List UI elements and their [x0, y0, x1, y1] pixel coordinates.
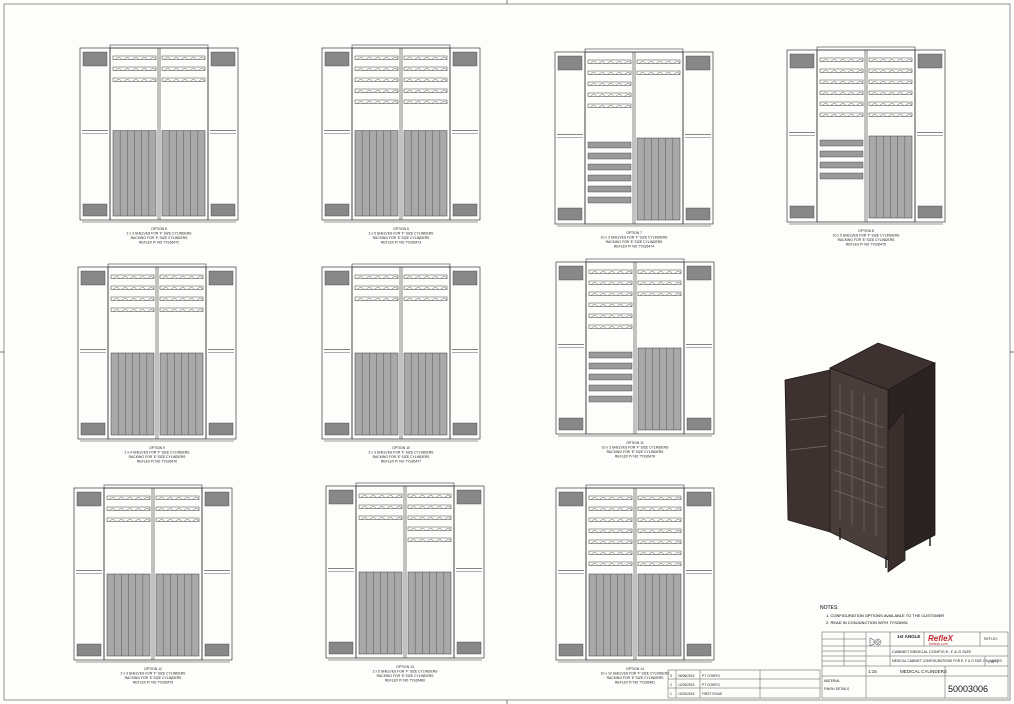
- revision-number: 3: [670, 674, 672, 678]
- iso-right-door: [887, 408, 906, 573]
- reflex-logo: ReflеX: [928, 634, 954, 643]
- revision-text: PT CONFIG: [702, 674, 720, 678]
- revision-date: 06/06/2015: [678, 674, 695, 678]
- option-caption-line: 10 x 3 SHELVES FOR 'F' SIZE CYLINDERS: [602, 446, 670, 450]
- product-name: MEDICAL CYLINDERS: [900, 669, 947, 674]
- revision-date: 12/04/2015: [678, 683, 695, 687]
- option-caption-line: REFLEX P/ NO 7YS26481: [615, 681, 655, 685]
- drawing-number: 50003006: [948, 684, 988, 694]
- title-block: [667, 631, 1009, 699]
- cabinet-option-elevation: [73, 484, 233, 663]
- revision-number: 1: [670, 692, 672, 696]
- option-caption-line: RACKING FOR 'E' SIZE CYLINDERS: [377, 674, 435, 678]
- option-heading: OPTION 8: [858, 229, 874, 233]
- option-caption-line: RACKING FOR 'E' SIZE CYLINDERS: [607, 676, 665, 680]
- notes-heading: NOTES:: [820, 605, 839, 611]
- option-heading: OPTION 11: [626, 441, 644, 445]
- option-caption-line: 2 x 5 SHELVES FOR 'F' SIZE CYLINDERS: [369, 232, 435, 236]
- drawing-title-line2: MEDICAL CABINET CONFIGURATIONS FOR E, F …: [892, 659, 1002, 663]
- note-item: 2. READ IN CONJUNCTION WITH 7YS26501: [826, 620, 909, 625]
- option-heading: OPTION 5: [151, 227, 167, 231]
- option-caption-line: 2 x 3 SHELVES FOR 'F' SIZE CYLINDERS: [121, 672, 187, 676]
- option-caption-line: 2 x 5 SHELVES FOR 'F' SIZE CYLINDERS: [373, 670, 439, 674]
- option-caption-line: RACKING FOR 'E' SIZE CYLINDERS: [373, 236, 431, 240]
- cabinet-option-elevation: [77, 263, 237, 442]
- option-caption-line: 2 x 4 SHELVES FOR 'F' SIZE CYLINDERS: [125, 451, 191, 455]
- scale-value: 1:15: [868, 669, 877, 674]
- cabinet-option-elevation: [555, 484, 715, 663]
- drawing-title-line1: CABINET MEDICAL CONFIG E, F & G SIZE: [892, 649, 971, 654]
- option-heading: OPTION 7: [626, 231, 642, 235]
- option-heading: OPTION 13: [396, 665, 414, 669]
- material-label: MATERIAL: [824, 679, 840, 683]
- cabinet-option-elevation: [554, 48, 714, 227]
- option-caption-line: REFLEX P/ NO 7YS26472: [139, 241, 179, 245]
- option-caption-line: REFLEX P/ NO 7YS26473: [381, 241, 421, 245]
- notes-block: NOTES: 1. CONFIGURATION OPTIONS AVAILABL…: [820, 605, 944, 625]
- option-caption-line: RACKING FOR 'E' SIZE CYLINDERS: [125, 676, 183, 680]
- reflex-logo-sub: trolleys.com: [929, 642, 948, 646]
- option-caption-line: 2 x 3 SHELVES FOR 'F' SIZE CYLINDERS: [127, 232, 193, 236]
- revision-text: FIRST ISSUE: [702, 692, 723, 696]
- note-item: 1. CONFIGURATION OPTIONS AVAILABLE TO TH…: [826, 613, 944, 618]
- cabinet-option-elevation: [321, 263, 481, 442]
- finish-label: FINISH DETAILS: [824, 687, 850, 691]
- option-caption-line: RACKING FOR 'E' SIZE CYLINDERS: [838, 238, 896, 242]
- iso-front: [829, 367, 889, 561]
- option-caption-line: RACKING FOR 'E' SIZE CYLINDERS: [129, 455, 187, 459]
- iso-interior-racking: [833, 385, 885, 536]
- sheet-border: [3, 3, 1011, 701]
- option-heading: OPTION 9: [149, 446, 165, 450]
- option-heading: OPTION 6: [393, 227, 409, 231]
- cabinet-option-elevation: [555, 258, 715, 437]
- cabinet-option-elevation: [321, 44, 481, 223]
- option-caption-line: 10 x 5 SHELVES FOR 'F' SIZE CYLINDERS: [833, 234, 901, 238]
- option-caption-line: RACKING FOR 'E' SIZE CYLINDERS: [373, 455, 431, 459]
- option-caption-line: REFLEX P/ NO 7YS26477: [381, 460, 421, 464]
- iso-left-door: [784, 369, 831, 533]
- cabinet-option-elevation: [79, 44, 239, 223]
- revision-table: 3 06/06/2015 PT CONFIG 2 12/04/2015 PT C…: [670, 674, 723, 696]
- option-caption-line: RACKING FOR 'E' SIZE CYLINDERS: [607, 450, 665, 454]
- option-captions: OPTION 52 x 3 SHELVES FOR 'F' SIZE CYLIN…: [121, 227, 901, 685]
- option-caption-line: REFLEX P/ NO 7YS26475: [846, 243, 886, 247]
- option-heading: OPTION 10: [392, 446, 410, 450]
- option-caption-line: 2 x 3 SHELVES FOR 'F' SIZE CYLINDERS: [369, 451, 435, 455]
- option-caption-line: REFLEX P/ NO 7YS26474: [614, 245, 654, 249]
- cabinet-option-elevation: [325, 482, 485, 661]
- projection-symbol: [869, 637, 882, 647]
- company-name: REFLEX: [984, 637, 998, 641]
- isometric-cabinet-view: [784, 342, 936, 573]
- revision-number: 2: [670, 683, 672, 687]
- option-caption-line: RACKING FOR 'E' SIZE CYLINDERS: [606, 240, 664, 244]
- projection-label: 1st ANGLE: [897, 634, 920, 639]
- option-caption-line: REFLEX P/ NO 7YS26478: [615, 455, 655, 459]
- option-caption-line: 10 x 10 SHELVES FOR 'F' SIZE CYLINDERS: [601, 672, 670, 676]
- option-heading: OPTION 12: [144, 667, 162, 671]
- sheet-value: 1 OF 1: [988, 660, 998, 664]
- cabinet-elevations: [73, 44, 946, 663]
- option-caption-line: REFLEX P/ NO 7YS26479: [133, 681, 173, 685]
- revision-date: 10/03/2015: [678, 692, 695, 696]
- option-heading: OPTION 14: [626, 667, 644, 671]
- option-caption-line: REFLEX P/ NO 7YS26476: [137, 460, 177, 464]
- revision-text: PT CONFIG: [702, 683, 720, 687]
- cabinet-option-elevation: [786, 46, 946, 225]
- option-caption-line: 10 x 3 SHELVES FOR 'F' SIZE CYLINDERS: [601, 236, 669, 240]
- option-caption-line: REFLEX P/ NO 7YS26480: [385, 679, 425, 683]
- option-caption-line: RACKING FOR 'E' SIZE CYLINDERS: [131, 236, 189, 240]
